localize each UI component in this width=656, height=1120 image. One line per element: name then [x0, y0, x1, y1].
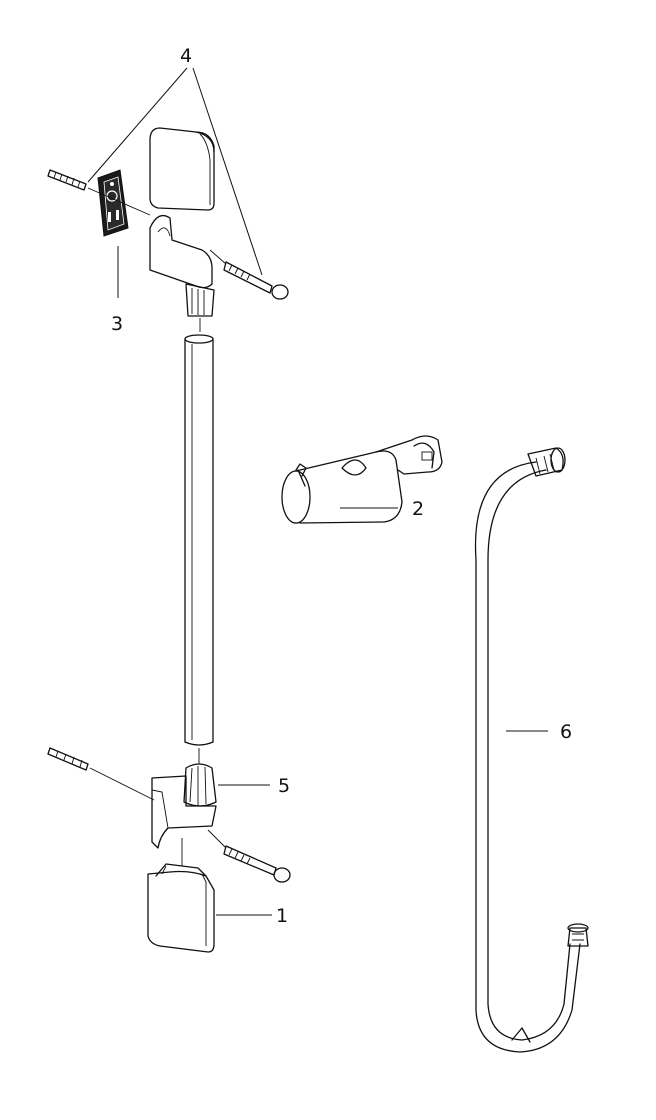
bottom-bracket-part-5: 5 — [151, 763, 290, 866]
wall-plate-part-3: 3 — [97, 169, 129, 335]
callout-3-label: 3 — [111, 313, 123, 335]
slider-part-2: 2 — [281, 435, 443, 524]
top-cover-cap — [149, 127, 215, 211]
top-bracket — [149, 214, 215, 332]
bottom-cover-cap-part-1: 1 — [147, 863, 288, 953]
bottom-screw-right — [207, 829, 291, 883]
vertical-rail — [184, 334, 214, 764]
callout-5-label: 5 — [278, 775, 290, 797]
shower-hose-part-6: 6 — [474, 447, 589, 1053]
top-anchor-left — [47, 169, 151, 216]
bottom-anchor-left — [47, 747, 155, 801]
callout-4-label: 4 — [180, 45, 192, 67]
callout-1-label: 1 — [276, 905, 288, 927]
top-screw-right — [209, 249, 289, 300]
callout-2-label: 2 — [412, 498, 424, 520]
callout-4: 4 — [87, 45, 263, 276]
callout-6-label: 6 — [560, 721, 572, 743]
